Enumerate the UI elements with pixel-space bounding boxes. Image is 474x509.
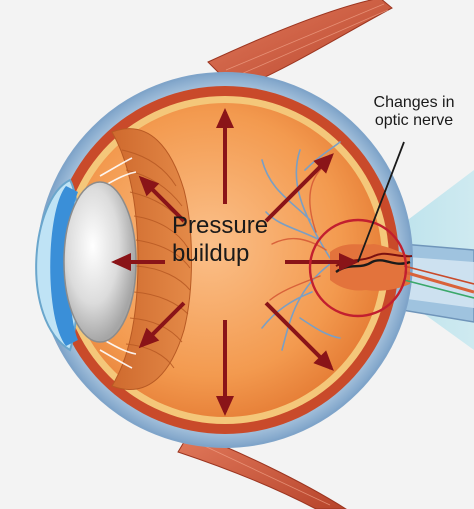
pressure-arrow-head-upper-left	[138, 175, 160, 197]
pressure-arrow-head-lower-right	[313, 350, 334, 371]
pressure-arrows	[111, 108, 359, 416]
pressure-buildup-label: Pressure buildup	[172, 212, 282, 267]
optic-nerve-changes-label: Changes in optic nerve	[358, 94, 470, 131]
nerve-label-line2: optic nerve	[374, 112, 454, 130]
pressure-label-line2: buildup	[172, 239, 250, 267]
pressure-arrow-head-lower-left	[138, 327, 160, 349]
optic-nerve-highlight	[308, 218, 408, 318]
optic-nerve-pointer	[357, 141, 405, 263]
bottom-eye-muscle	[177, 431, 347, 509]
nerve-label-line1: Changes in	[373, 94, 455, 111]
pressure-arrow-head-down	[216, 396, 234, 416]
retinal-vessels	[261, 141, 341, 351]
pressure-arrow-head-left	[111, 253, 131, 271]
pressure-arrow-head-right	[339, 253, 359, 271]
pressure-arrow-head-up	[216, 108, 234, 128]
top-eye-muscle	[207, 0, 393, 91]
pressure-arrow-head-upper-right	[313, 153, 334, 174]
pressure-label-line1: Pressure	[172, 212, 269, 239]
